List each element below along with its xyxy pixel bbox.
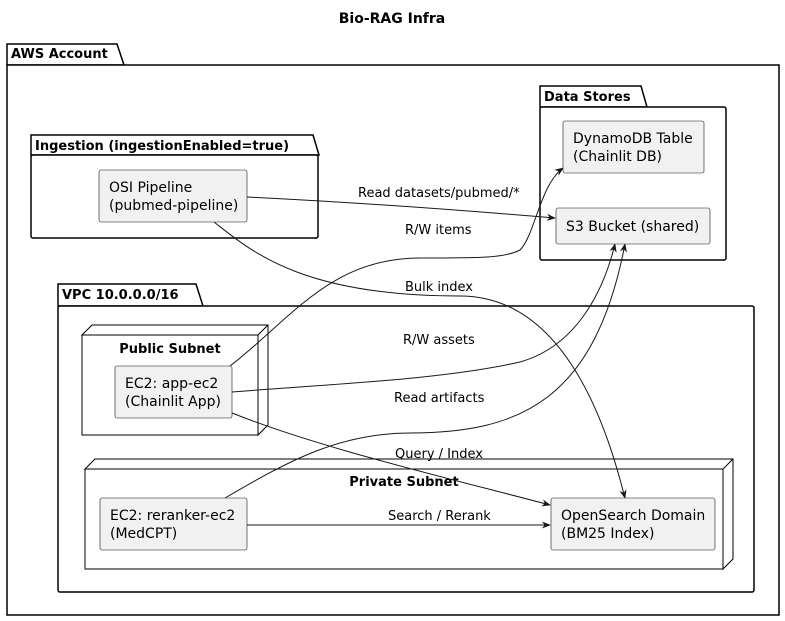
osi-pipeline-component[interactable]: OSI Pipeline (pubmed-pipeline) xyxy=(98,169,248,223)
s3-bucket-component[interactable]: S3 Bucket (shared) xyxy=(555,207,711,245)
edge-osi-to-s3 xyxy=(246,196,556,221)
edge-app-to-opensearch xyxy=(231,412,551,507)
opensearch-domain-component[interactable]: OpenSearch Domain (BM25 Index) xyxy=(550,497,716,551)
opensearch-line1: OpenSearch Domain xyxy=(561,508,705,524)
reranker-ec2-component[interactable]: EC2: reranker-ec2 (MedCPT) xyxy=(99,497,248,551)
edge-app-to-dynamodb xyxy=(229,167,564,367)
dynamodb-table-component[interactable]: DynamoDB Table (Chainlit DB) xyxy=(562,120,705,174)
aws-account-label: AWS Account xyxy=(11,47,108,62)
app-ec2-component[interactable]: EC2: app-ec2 (Chainlit App) xyxy=(114,365,233,419)
s3-bucket-label: S3 Bucket (shared) xyxy=(566,219,699,235)
edge-label-reranker-opensearch: Search / Rerank xyxy=(388,509,491,524)
dynamodb-line1: DynamoDB Table xyxy=(573,131,693,147)
private-subnet-label: Private Subnet xyxy=(349,475,458,490)
osi-pipeline-line1: OSI Pipeline xyxy=(109,180,192,196)
osi-pipeline-line2: (pubmed-pipeline) xyxy=(109,198,238,214)
edge-reranker-to-s3 xyxy=(224,243,628,499)
app-ec2-line2: (Chainlit App) xyxy=(125,394,221,410)
vpc-label: VPC 10.0.0.0/16 xyxy=(62,288,179,303)
edge-label-app-s3: R/W assets xyxy=(403,333,475,348)
edge-labels: Read datasets/pubmed/* R/W items Bulk in… xyxy=(358,186,520,524)
edge-label-app-dynamodb: R/W items xyxy=(405,223,472,238)
public-subnet-label: Public Subnet xyxy=(119,342,220,357)
reranker-ec2-line1: EC2: reranker-ec2 xyxy=(110,508,235,524)
data-stores-label: Data Stores xyxy=(544,90,631,105)
edges xyxy=(213,167,628,529)
edge-label-osi-opensearch: Bulk index xyxy=(405,280,473,295)
reranker-ec2-line2: (MedCPT) xyxy=(110,526,177,542)
opensearch-line2: (BM25 Index) xyxy=(561,526,654,542)
edge-osi-to-opensearch xyxy=(213,221,627,499)
edge-app-to-s3 xyxy=(231,243,617,393)
ingestion-label: Ingestion (ingestionEnabled=true) xyxy=(35,139,289,154)
edge-label-osi-s3: Read datasets/pubmed/* xyxy=(358,186,520,201)
edge-label-reranker-s3: Read artifacts xyxy=(394,391,485,406)
edge-label-app-opensearch: Query / Index xyxy=(395,447,483,462)
diagram-title: Bio-RAG Infra xyxy=(339,11,446,27)
dynamodb-line2: (Chainlit DB) xyxy=(573,149,662,165)
app-ec2-line1: EC2: app-ec2 xyxy=(125,376,218,392)
